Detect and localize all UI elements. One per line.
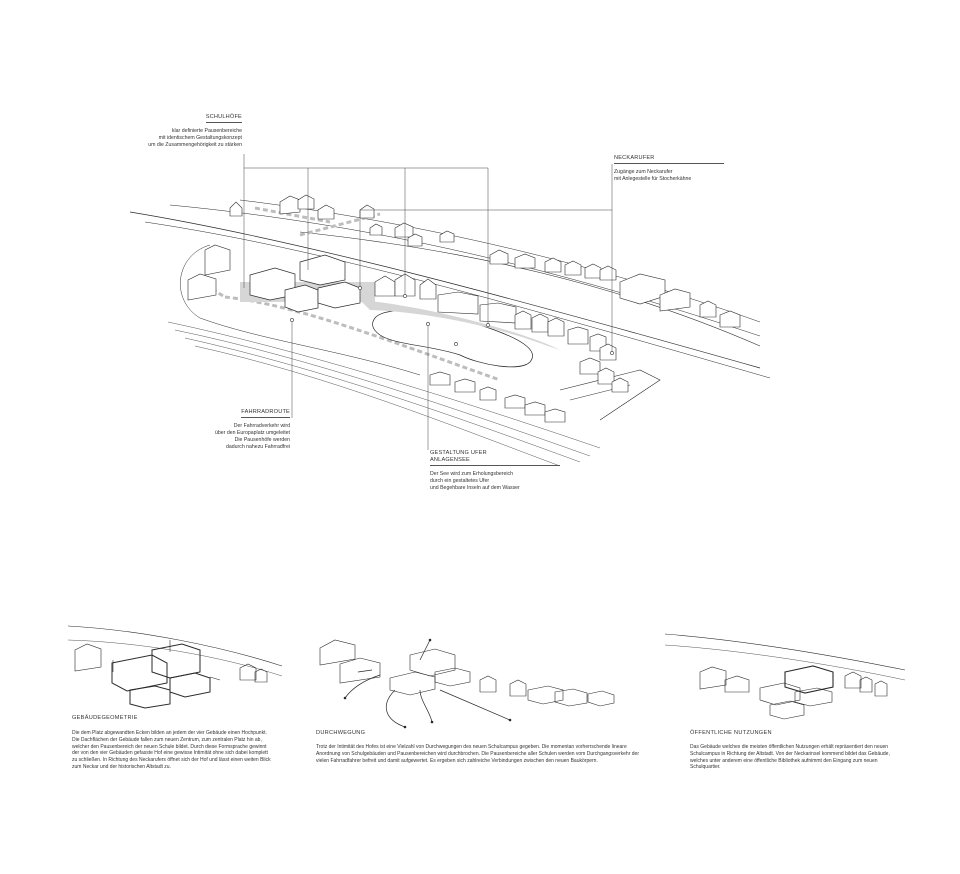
site-outline: [180, 244, 421, 376]
rail-line: [194, 345, 561, 467]
annotation-anlagensee-text: Der See wird zum Erholungsbereich durch …: [430, 471, 520, 491]
annotation-anlagensee: GESTALTUNG UFER ANLAGENSEE Der See wird …: [430, 450, 560, 492]
annotation-schulhoefe: SCHULHÖFE klar definierte Pausenbereiche…: [130, 114, 242, 149]
durchwegung-dots: [343, 638, 512, 729]
panel-title-oeffentliche-nutzungen: ÖFFENTLICHE NUTZUNGEN: [690, 730, 772, 736]
panel-text-gebaeudegeometrie: Die dem Platz abgewandten Ecken bilden a…: [72, 730, 271, 770]
school-campus: [240, 254, 375, 313]
panel-gebaeudegeometrie-drawing: [67, 625, 283, 709]
annotation-anlagensee-title: GESTALTUNG UFER ANLAGENSEE: [430, 450, 560, 466]
rail-line: [184, 337, 581, 463]
annotation-fahrradroute-text: Der Fahrradverkehr wird über den Europap…: [215, 423, 290, 450]
annotation-fahrradroute: FAHRRADROUTE Der Fahrradverkehr wird übe…: [180, 409, 290, 451]
annotation-schulhoefe-text: klar definierte Pausenbereiche mit ident…: [148, 128, 242, 148]
rail-line: [167, 321, 601, 449]
pond-bank-shading: [360, 300, 560, 350]
road-line: [299, 231, 761, 347]
annotation-neckarufer: NECKARUFER Zugänge zum Neckarufer mit An…: [614, 155, 724, 183]
road-line: [169, 204, 761, 337]
panel-text-oeffentliche-nutzungen: Das Gebäude welches die meisten öffentli…: [690, 744, 890, 771]
leader-dots: [290, 286, 614, 355]
panel-oeffentliche-nutzungen-drawing: [664, 633, 906, 720]
panel-title-durchwegung: DURCHWEGUNG: [316, 730, 366, 736]
context-buildings: [187, 194, 741, 423]
panel-title-gebaeudegeometrie: GEBÄUDEGEOMETRIE: [72, 715, 138, 721]
annotation-fahrradroute-title: FAHRRADROUTE: [241, 409, 290, 418]
rail-line: [174, 329, 591, 457]
panel-text-durchwegung: Trotz der Intimität des Hofes ist eine V…: [316, 744, 639, 764]
annotation-neckarufer-title: NECKARUFER: [614, 155, 724, 164]
road-line: [239, 199, 761, 323]
panel-durchwegung-drawing: [319, 639, 615, 728]
annotation-schulhoefe-title: SCHULHÖFE: [205, 114, 242, 123]
leader-lines: [243, 154, 613, 450]
river-bank-line: [129, 211, 761, 369]
annotation-neckarufer-text: Zugänge zum Neckarufer mit Anlegestelle …: [614, 169, 692, 182]
